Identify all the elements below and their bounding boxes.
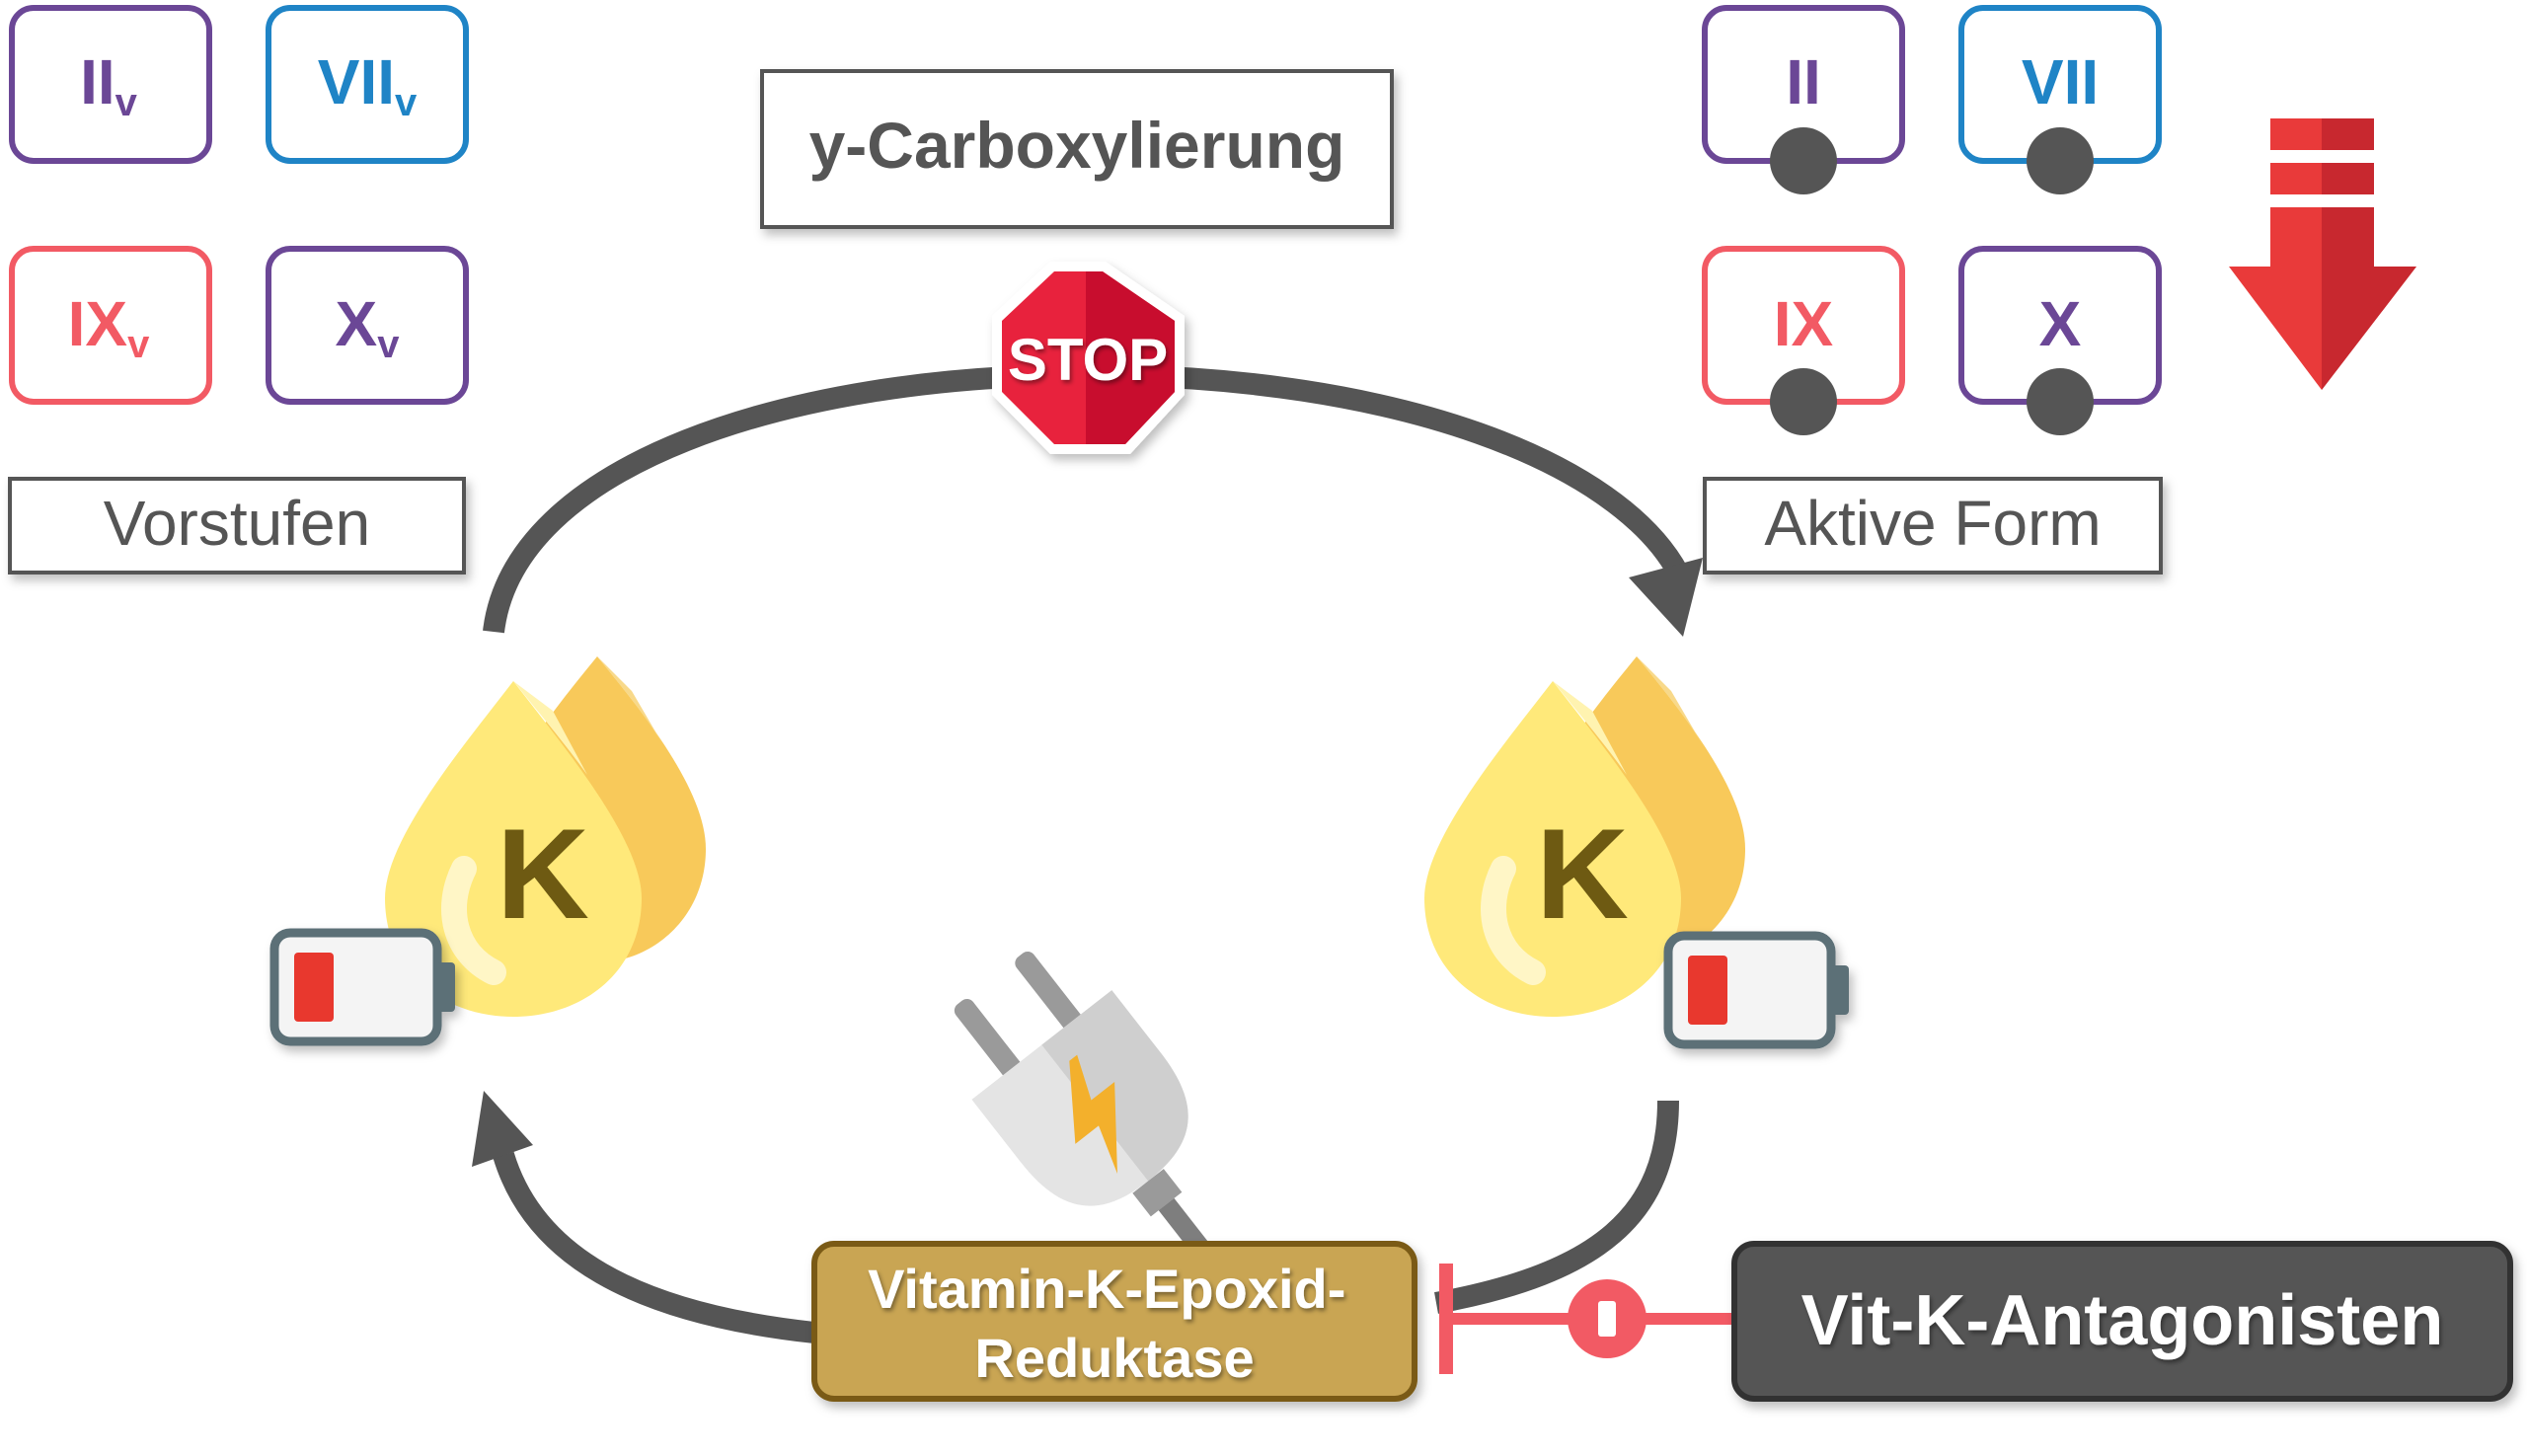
factor-box-IX: IX xyxy=(1702,246,1905,435)
factor-label-main: IX xyxy=(68,288,128,359)
factor-label-sub: v xyxy=(127,323,150,366)
factor-box-X: X xyxy=(1958,246,2162,435)
factor-box-II: II xyxy=(1702,5,1905,194)
factor-label-sub: v xyxy=(115,81,138,124)
factor-box-IX-v: IXv xyxy=(9,246,212,405)
factor-label-main: X xyxy=(336,288,378,359)
factor-label-sub: v xyxy=(377,323,400,366)
factor-label-main: VII xyxy=(318,46,395,117)
factor-label-main: VII xyxy=(2022,46,2099,117)
vitamin-k-drop-icon xyxy=(385,656,706,1017)
enzyme-box xyxy=(811,1241,1417,1402)
precursor-factors: IIv VIIv IXv Xv xyxy=(9,5,469,405)
vitamin-k-letter-right: K xyxy=(1536,802,1629,946)
factor-box-VII: VII xyxy=(1958,5,2162,194)
svg-text:IIv: IIv xyxy=(80,46,138,124)
power-plug-icon xyxy=(954,951,1242,1296)
stop-sign-icon xyxy=(992,262,1185,454)
process-title-box xyxy=(760,69,1394,229)
factor-label-main: X xyxy=(2039,288,2082,359)
factor-label-main: II xyxy=(80,46,115,117)
carboxyl-group-dot xyxy=(1770,127,1837,194)
vitamin-k-drop-icon xyxy=(1424,656,1745,1017)
active-label: Aktive Form xyxy=(1764,488,2101,559)
enzyme-label-line1: Vitamin-K-Epoxid- xyxy=(868,1258,1345,1320)
factor-box-VII-v: VIIv xyxy=(266,5,469,164)
lower-left-arc xyxy=(493,1151,816,1343)
carboxyl-group-dot xyxy=(1770,368,1837,435)
carboxyl-group-dot xyxy=(2027,368,2094,435)
svg-text:Xv: Xv xyxy=(336,288,401,366)
enzyme-label: Vitamin-K-Epoxid- Reduktase xyxy=(868,1258,1361,1389)
low-battery-icon xyxy=(1663,931,1849,1049)
factor-label-main: II xyxy=(1786,46,1821,117)
carboxyl-group-dot xyxy=(2027,127,2094,194)
enzyme-label-line2: Reduktase xyxy=(974,1327,1254,1389)
svg-text:IXv: IXv xyxy=(68,288,150,366)
factor-box-II-v: IIv xyxy=(9,5,212,164)
active-label-box xyxy=(1703,477,2163,575)
active-factors: II VII IX X xyxy=(1702,5,2162,435)
factor-box-X-v: Xv xyxy=(266,246,469,405)
inhibition-icon xyxy=(1439,1264,1737,1374)
antagonist-label: Vit-K-Antagonisten xyxy=(1801,1281,2444,1360)
svg-text:VIIv: VIIv xyxy=(318,46,418,124)
antagonist-box xyxy=(1731,1241,2513,1402)
factor-label-main: IX xyxy=(1774,288,1834,359)
low-battery-icon xyxy=(269,928,455,1046)
upper-arrowhead xyxy=(1629,558,1703,637)
factor-label-sub: v xyxy=(395,81,418,124)
down-arrow-icon xyxy=(2229,118,2416,390)
precursors-label: Vorstufen xyxy=(104,488,370,559)
stop-sign-label: STOP xyxy=(1008,327,1168,393)
lower-arrowhead xyxy=(472,1091,533,1167)
lower-right-arc xyxy=(1434,1100,1679,1314)
precursors-label-box xyxy=(8,477,466,575)
process-title: y-Carboxylierung xyxy=(809,109,1345,182)
vitamin-k-letter-left: K xyxy=(497,802,589,946)
